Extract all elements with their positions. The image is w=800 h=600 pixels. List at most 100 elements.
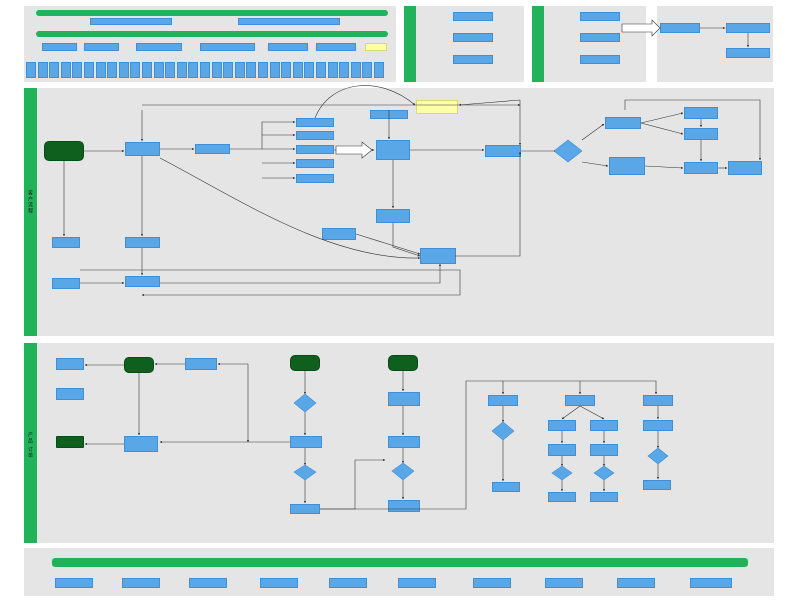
bottom-button[interactable]	[545, 578, 583, 588]
bottom-button[interactable]	[189, 578, 227, 588]
lower-box-10	[388, 500, 420, 512]
middle-box-4	[296, 131, 334, 140]
top-left-grid-box	[246, 62, 257, 78]
top-left-grid-box	[49, 62, 60, 78]
bottom-button[interactable]	[690, 578, 732, 588]
middle-box-20	[52, 237, 80, 248]
top-left-grid-box	[26, 62, 36, 78]
top-left-row-box-6	[316, 43, 356, 51]
lower-box-5	[124, 436, 158, 452]
bottom-button[interactable]	[398, 578, 436, 588]
top-left-grid-box	[374, 62, 384, 78]
lower-box-17	[590, 444, 618, 456]
top-left-grid-box	[223, 62, 234, 78]
middle-box-9	[376, 140, 410, 160]
lower-box-13	[643, 395, 673, 406]
top-left-grid-box	[188, 62, 199, 78]
lower-box-7	[290, 504, 320, 514]
top-left-grid-box	[153, 62, 164, 78]
top-left-small-note	[365, 43, 387, 51]
top-left-grid-box	[211, 62, 222, 78]
middle-start-node	[44, 141, 84, 161]
top-left-row-box-3	[136, 43, 182, 51]
middle-box-11	[605, 117, 641, 129]
top-middle-left-green-strip	[404, 6, 416, 82]
bottom-button[interactable]	[260, 578, 298, 588]
lower-start-node-1	[124, 357, 154, 373]
top-left-grid-box	[350, 62, 361, 78]
lower-box-2	[56, 388, 84, 400]
lower-start-node-3	[388, 355, 418, 371]
top-left-grid-box	[200, 62, 210, 78]
lower-box-15	[590, 420, 618, 431]
middle-box-14	[684, 128, 718, 140]
bottom-button[interactable]	[617, 578, 655, 588]
top-left-grid-box	[84, 62, 94, 78]
lower-section-label: 产品 订单	[27, 432, 33, 459]
top-middle-right-green-strip	[532, 6, 544, 82]
middle-box-21	[125, 237, 160, 248]
middle-box-13	[684, 107, 718, 119]
top-left-grid-box	[292, 62, 303, 78]
middle-box-8	[370, 110, 408, 119]
top-right-box-3	[726, 48, 770, 58]
top-left-grid-box	[304, 62, 315, 78]
top-left-grid-box	[165, 62, 176, 78]
top-left-grid-box	[316, 62, 326, 78]
middle-box-22	[52, 278, 80, 289]
lower-box-22	[643, 480, 671, 490]
middle-box-19	[420, 248, 456, 264]
lower-box-4	[185, 358, 217, 370]
top-left-row-box-4	[200, 43, 255, 51]
top-left-grid-box	[281, 62, 292, 78]
lower-box-1	[56, 358, 84, 370]
middle-box-15	[684, 162, 718, 174]
top-left-grid-box	[269, 62, 280, 78]
top-left-row-box-2	[84, 43, 119, 51]
top-left-grid-box	[107, 62, 118, 78]
lower-box-12	[565, 395, 595, 406]
top-middle-right-box-1	[580, 12, 620, 21]
top-left-mid-bar	[36, 31, 388, 37]
middle-section-label: 客户流程	[27, 190, 33, 214]
lower-start-node-2	[290, 355, 320, 371]
middle-box-17	[376, 209, 410, 223]
bottom-button[interactable]	[473, 578, 511, 588]
bottom-button[interactable]	[329, 578, 367, 588]
middle-green-strip	[24, 88, 37, 336]
top-middle-right-box-3	[580, 55, 620, 64]
middle-box-18	[322, 228, 356, 240]
top-left-sub-box-2	[238, 18, 340, 25]
top-left-grid-box	[72, 62, 83, 78]
lower-box-19	[492, 482, 520, 492]
lower-box-14	[548, 420, 576, 431]
lower-box-16	[548, 444, 576, 456]
top-left-grid-box	[118, 62, 129, 78]
top-left-grid-box	[130, 62, 141, 78]
top-middle-right-box-2	[580, 33, 620, 42]
middle-box-12	[609, 157, 645, 175]
top-right-panel	[657, 6, 773, 82]
lower-box-8	[388, 392, 420, 406]
top-left-grid-box	[60, 62, 71, 78]
middle-note	[416, 100, 458, 114]
top-middle-left-box-3	[453, 55, 493, 64]
middle-box-10	[485, 145, 521, 157]
lower-box-3	[56, 436, 84, 448]
top-left-grid-box	[37, 62, 48, 78]
middle-box-5	[296, 145, 334, 154]
top-left-grid-box	[327, 62, 338, 78]
lower-box-9	[388, 436, 420, 448]
lower-box-20	[548, 492, 576, 502]
top-left-grid-box	[339, 62, 350, 78]
bottom-header-bar	[52, 558, 748, 567]
top-left-grid-box	[142, 62, 152, 78]
top-middle-left-box-1	[453, 12, 493, 21]
middle-box-6	[296, 159, 334, 168]
lower-box-6	[290, 436, 322, 448]
middle-box-16	[728, 161, 762, 175]
bottom-button[interactable]	[122, 578, 160, 588]
top-left-grid-box	[95, 62, 106, 78]
bottom-button[interactable]	[55, 578, 93, 588]
